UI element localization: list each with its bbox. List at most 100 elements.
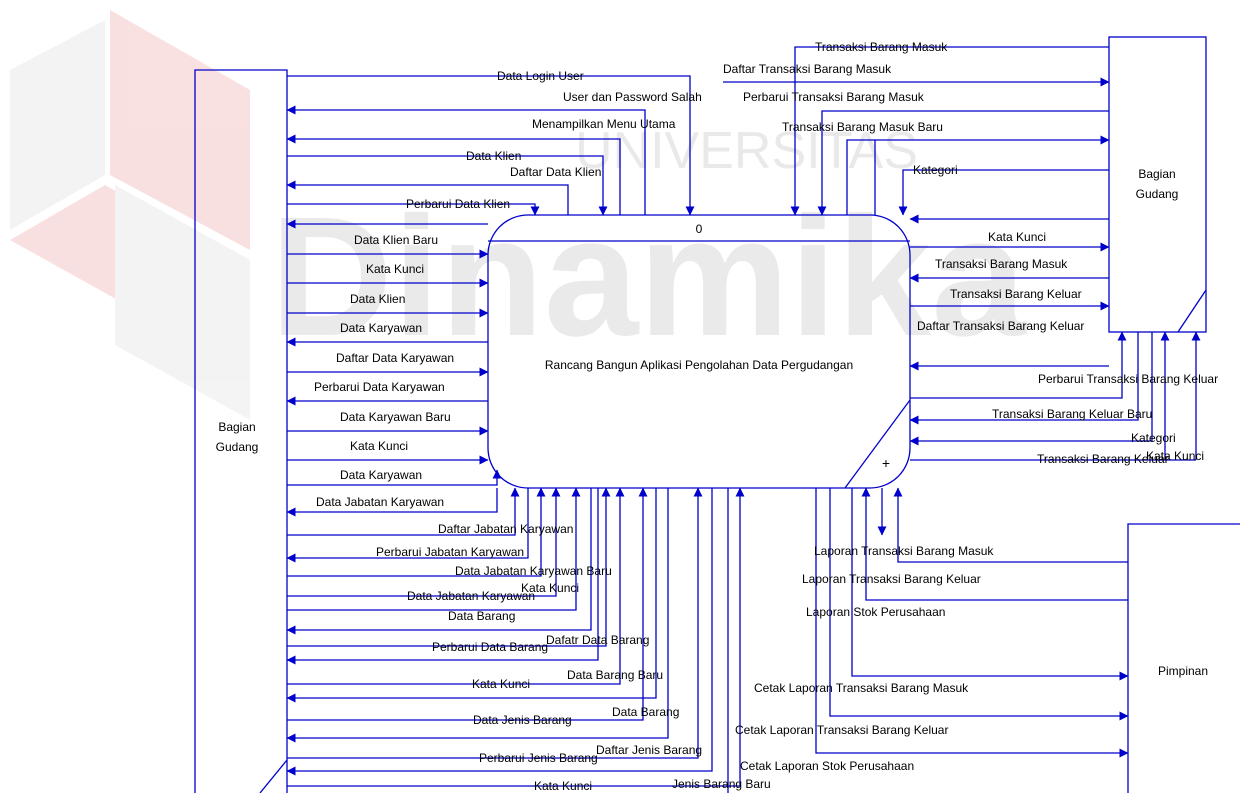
flow-ptbm (817, 110, 1109, 216)
flow-dfjk (287, 487, 520, 536)
flow-djk2 (287, 487, 581, 611)
label-kk3: Kata Kunci (521, 581, 579, 595)
flow-djb (287, 487, 648, 721)
label-kk4: Kata Kunci (472, 677, 530, 691)
flow-clsp (815, 488, 1129, 758)
flow-menu (286, 134, 621, 215)
watermark-university: UNIVERSITAS (575, 122, 918, 180)
label-kk1: Kata Kunci (366, 262, 424, 276)
label-kat1: Kategori (913, 163, 958, 177)
flow-djkb (287, 487, 546, 577)
label-cltbm: Cetak Laporan Transaksi Barang Masuk (754, 681, 969, 695)
label-dkarb: Data Karyawan Baru (340, 410, 451, 424)
label-pjk: Perbarui Jabatan Karyawan (376, 545, 524, 559)
label-dkar2: Data Karyawan (340, 468, 422, 482)
label-cltbk: Cetak Laporan Transaksi Barang Keluar (735, 723, 948, 737)
label-kk2: Kata Kunci (350, 439, 408, 453)
label-ptbm: Perbarui Transaksi Barang Masuk (743, 90, 925, 104)
entity-right-bottom-box (1127, 523, 1240, 793)
label-db2: Data Barang (612, 705, 679, 719)
flow-dk1 (287, 155, 608, 216)
label-pdk: Perbarui Data Klien (406, 197, 510, 211)
label-tbmb: Transaksi Barang Masuk Baru (782, 120, 943, 134)
label-tbk1: Transaksi Barang Keluar (950, 287, 1082, 301)
label-user-salah: User dan Password Salah (563, 90, 702, 104)
flow-kk5 (287, 487, 745, 787)
flow-db2 (286, 488, 669, 743)
entity-right-top-label-2: Gudang (1136, 187, 1179, 201)
label-ddk: Daftar Data Klien (510, 165, 601, 179)
flow-cltbm (851, 488, 1129, 681)
label-dk2: Data Klien (350, 292, 405, 306)
flow-user-salah (286, 105, 646, 215)
label-djk2: Data Jabatan Karyawan (407, 589, 535, 603)
process-number: 0 (696, 222, 703, 236)
label-dbb: Data Barang Baru (567, 668, 663, 682)
flow-tbm1 (790, 46, 1109, 216)
process-corner (844, 399, 911, 489)
flow-kk4 (286, 488, 657, 703)
label-login: Data Login User (497, 69, 584, 83)
flow-kat1 (898, 169, 1109, 216)
flow-tbkb (909, 332, 1139, 425)
label-pdkar: Perbarui Data Karyawan (314, 380, 445, 394)
label-pjb: Perbarui Jenis Barang (479, 751, 598, 765)
label-dtbk: Daftar Transaksi Barang Keluar (917, 319, 1084, 333)
flow-login (287, 75, 695, 216)
label-djkb: Data Jabatan Karyawan Baru (455, 564, 612, 578)
flow-cltbk (829, 488, 1129, 721)
flow-kk3 (287, 487, 561, 597)
label-tbm1: Transaksi Barang Masuk (815, 40, 948, 54)
entity-right-top-box (1108, 36, 1207, 333)
flow-dbb (287, 487, 625, 685)
label-dkar1: Data Karyawan (340, 321, 422, 335)
flow-dfdb (286, 488, 599, 665)
label-djb: Data Jenis Barang (473, 713, 572, 727)
watermark-brand: Dinamika (270, 182, 1027, 372)
entity-right-bottom-label: Pimpinan (1158, 664, 1208, 678)
flow-kat2 (909, 332, 1153, 446)
label-kat2: Kategori (1131, 431, 1176, 445)
label-tbk2: Transaksi Barang Keluar (1037, 452, 1169, 466)
flow-pdb (287, 487, 611, 647)
flow-ltbm (893, 487, 1128, 563)
process-title: Rancang Bangun Aplikasi Pengolahan Data … (545, 358, 853, 372)
label-dfdb: Dafatr Data Barang (546, 633, 649, 647)
label-dfjb: Daftar Jenis Barang (596, 743, 702, 757)
entity-left-corner (259, 759, 288, 793)
label-dkb: Data Klien Baru (354, 233, 438, 247)
flow-pjk (286, 488, 529, 563)
entity-left-label-2: Gudang (216, 440, 259, 454)
flow-ltbk (861, 487, 1128, 601)
flow-dkar2 (287, 469, 502, 486)
process-marker: + (882, 455, 890, 471)
label-jbb: Jenis Barang Baru (672, 777, 771, 791)
flow-ddk (286, 180, 569, 215)
label-pdb: Perbarui Data Barang (432, 640, 548, 654)
label-tbm2: Transaksi Barang Masuk (935, 257, 1068, 271)
label-dfjk: Daftar Jabatan Karyawan (438, 522, 573, 536)
label-clsp: Cetak Laporan Stok Perusahaan (740, 759, 914, 773)
flow-pdk (287, 203, 540, 216)
entity-left-label-1: Bagian (218, 420, 255, 434)
label-tbkb: Transaksi Barang Keluar Baru (992, 407, 1152, 421)
label-kk5: Kata Kunci (534, 779, 592, 793)
label-dtbm: Daftar Transaksi Barang Masuk (723, 62, 892, 76)
label-menu: Menampilkan Menu Utama (532, 117, 676, 131)
flow-djk (286, 488, 498, 517)
flow-dfjb (286, 488, 713, 776)
entity-right-top-label-1: Bagian (1138, 167, 1175, 181)
label-kk6: Kata Kunci (988, 230, 1046, 244)
label-ptbk: Perbarui Transaksi Barang Keluar (1038, 372, 1218, 386)
entity-right-top-corner (1177, 289, 1207, 333)
flow-ptbk (910, 331, 1127, 399)
flow-db (286, 488, 592, 635)
label-ltbk: Laporan Transaksi Barang Keluar (802, 572, 981, 586)
label-ddkar: Daftar Data Karyawan (336, 351, 454, 365)
label-dk1: Data Klien (466, 149, 521, 163)
label-db: Data Barang (448, 609, 515, 623)
label-lsp: Laporan Stok Perusahaan (806, 605, 945, 619)
watermark-logo (10, 10, 250, 420)
label-ltbm: Laporan Transaksi Barang Masuk (814, 544, 994, 558)
